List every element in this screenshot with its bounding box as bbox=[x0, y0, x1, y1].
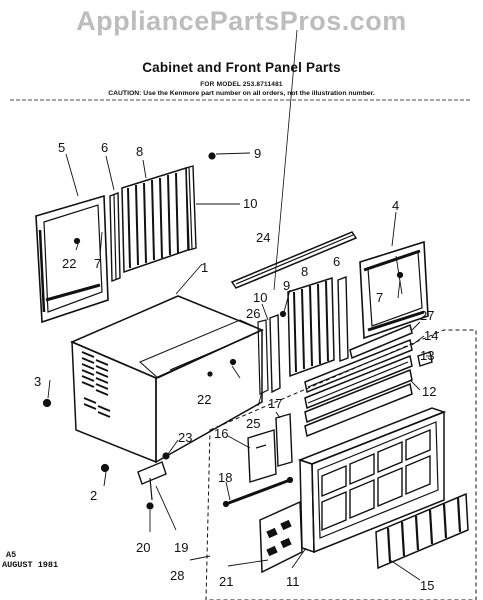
callout-24: 24 bbox=[256, 230, 270, 245]
callout-16: 16 bbox=[214, 426, 228, 441]
callout-25: 25 bbox=[246, 416, 260, 431]
callout-11: 11 bbox=[286, 574, 300, 589]
callout-6: 6 bbox=[101, 140, 108, 155]
part-5-left-frame bbox=[35, 194, 109, 324]
part-1-cabinet bbox=[70, 295, 264, 464]
callout-7: 7 bbox=[376, 290, 383, 305]
callout-10: 10 bbox=[253, 290, 267, 305]
part-15-grille bbox=[375, 492, 469, 570]
part-23-screw bbox=[162, 452, 170, 460]
callout-22: 22 bbox=[197, 392, 211, 407]
callout-7: 7 bbox=[94, 256, 101, 271]
callout-15: 15 bbox=[420, 578, 434, 593]
part-20-screw bbox=[146, 502, 154, 510]
callout-1: 1 bbox=[201, 260, 208, 275]
part-28-assembly-outline bbox=[205, 329, 477, 600]
part-6-left-side-strip bbox=[109, 191, 121, 283]
part-17-clip bbox=[275, 413, 293, 467]
figure-code: A5 bbox=[6, 550, 17, 560]
part-10-left-strip bbox=[185, 165, 197, 251]
part-6-right-strip bbox=[337, 275, 349, 363]
callout-14: 14 bbox=[424, 328, 438, 343]
callout-8: 8 bbox=[136, 144, 143, 159]
model-line: FOR MODEL 253.8711481 bbox=[200, 81, 283, 88]
part-16-bracket bbox=[247, 429, 277, 483]
callout-9: 9 bbox=[283, 278, 290, 293]
part-3-screw bbox=[42, 398, 52, 408]
callout-10: 10 bbox=[243, 196, 257, 211]
watermark-text: AppliancePartsPros.com bbox=[76, 6, 407, 36]
callout-26: 26 bbox=[246, 306, 260, 321]
callout-21: 21 bbox=[219, 574, 233, 589]
part-27-slat bbox=[349, 323, 413, 360]
callout-2: 2 bbox=[90, 488, 97, 503]
callout-23: 23 bbox=[178, 430, 192, 445]
part-4-right-frame bbox=[359, 240, 429, 340]
part-10-right-bracket bbox=[257, 314, 281, 395]
callout-4: 4 bbox=[392, 198, 399, 213]
part-9-right-screw bbox=[279, 310, 287, 318]
callout-17: 17 bbox=[268, 396, 282, 411]
part-19-mount-bracket bbox=[137, 461, 167, 501]
page-title: Cabinet and Front Panel Parts bbox=[142, 60, 341, 75]
caution-note: CAUTION: Use the Kenmore part number on … bbox=[108, 90, 375, 97]
callout-28: 28 bbox=[170, 568, 184, 583]
callout-13: 13 bbox=[420, 348, 434, 363]
part-21-control-panel bbox=[259, 500, 303, 574]
callout-18: 18 bbox=[218, 470, 232, 485]
callout-12: 12 bbox=[422, 384, 436, 399]
callout-22: 22 bbox=[62, 256, 76, 271]
part-8-left-louver bbox=[121, 166, 189, 274]
part-9-left-screw bbox=[208, 152, 216, 160]
part-8-right-louver bbox=[287, 276, 335, 378]
callout-19: 19 bbox=[174, 540, 188, 555]
part-14-slats bbox=[304, 338, 413, 410]
part-13-clip bbox=[417, 351, 433, 367]
part-12-slats bbox=[304, 368, 413, 438]
part-2-screw bbox=[100, 463, 110, 473]
callout-leaders bbox=[47, 152, 432, 581]
leader-line-24 bbox=[273, 29, 298, 291]
callout-6: 6 bbox=[333, 254, 340, 269]
callout-9: 9 bbox=[254, 146, 261, 161]
callout-3: 3 bbox=[34, 374, 41, 389]
callout-27: 27 bbox=[420, 308, 434, 323]
callout-8: 8 bbox=[301, 264, 308, 279]
callout-numbers: 5 6 8 9 10 4 24 22 7 1 8 6 10 9 7 27 14 … bbox=[34, 140, 438, 593]
part-18-rod bbox=[222, 476, 294, 508]
figure-date: AUGUST 1981 bbox=[2, 560, 59, 570]
part-24-top-rail bbox=[230, 231, 358, 289]
callout-20: 20 bbox=[136, 540, 150, 555]
part-11-front-panel bbox=[297, 407, 447, 554]
callout-5: 5 bbox=[58, 140, 65, 155]
